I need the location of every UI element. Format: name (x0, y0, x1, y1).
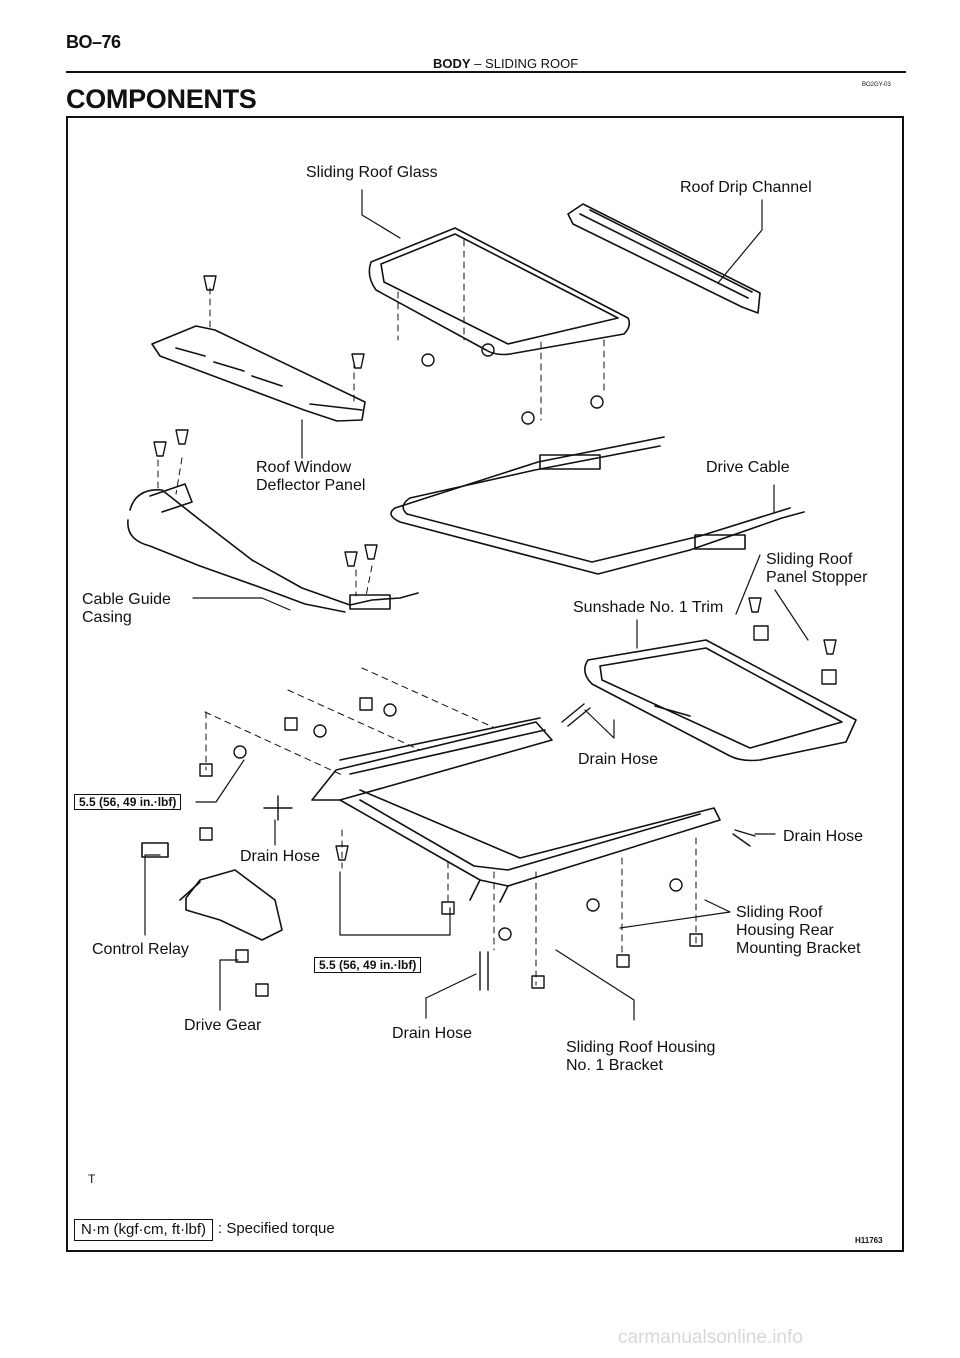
roof-window-deflector (151, 325, 366, 422)
label-rear-bracket-line2: Housing Rear (736, 922, 834, 939)
label-rear-bracket-line3: Mounting Bracket (736, 940, 861, 957)
section-heading: BODY – SLIDING ROOF (433, 56, 578, 71)
label-cable-guide-line1: Cable Guide (82, 591, 171, 608)
label-panel-stopper-line1: Sliding Roof (766, 551, 853, 568)
legend-description: : Specified torque (218, 1220, 335, 1237)
legend-unit-box: N·m (kgf·cm, ft·lbf) (74, 1219, 213, 1241)
label-sliding-roof-glass: Sliding Roof Glass (306, 164, 438, 181)
label-drive-gear: Drive Gear (184, 1017, 262, 1034)
section-prefix: BODY (433, 56, 471, 71)
roof-drip-channel (567, 203, 761, 314)
sliding-roof-housing (311, 717, 721, 903)
label-housing-bracket-line1: Sliding Roof Housing (566, 1039, 716, 1056)
header-rule (66, 71, 906, 73)
label-cable-guide-line2: Casing (82, 609, 132, 626)
drive-gear (179, 869, 283, 941)
doc-code: BO2GY-03 (862, 82, 891, 88)
label-drive-cable: Drive Cable (706, 459, 790, 476)
dashed-lines (157, 239, 697, 986)
t-mark: T (88, 1172, 96, 1186)
label-roof-drip-channel: Roof Drip Channel (680, 179, 812, 196)
label-roof-window-deflector-line2: Deflector Panel (256, 477, 366, 494)
label-drain-hose-left: Drain Hose (240, 848, 321, 865)
page-title: COMPONENTS (66, 84, 257, 114)
fasteners (153, 275, 837, 997)
cable-guide-casing (127, 483, 419, 613)
sliding-roof-glass (368, 227, 631, 356)
section-separator: – (474, 56, 482, 71)
figure-code: H11763 (855, 1236, 883, 1245)
leader-lines (144, 189, 809, 1021)
control-relay (141, 842, 169, 858)
label-housing-bracket-line2: No. 1 Bracket (566, 1057, 663, 1074)
watermark: carmanualsonline.info (618, 1327, 803, 1348)
label-drain-hose-right: Drain Hose (783, 828, 864, 845)
label-drain-hose-center: Drain Hose (578, 751, 659, 768)
page-number: BO–76 (66, 32, 121, 52)
label-sunshade-trim: Sunshade No. 1 Trim (573, 599, 724, 616)
label-roof-window-deflector-line1: Roof Window (256, 459, 352, 476)
sunshade-trim (584, 639, 857, 762)
torque-spec-left: 5.5 (56, 49 in.·lbf) (74, 794, 182, 810)
label-drain-hose-bottom: Drain Hose (392, 1025, 473, 1042)
diagram-frame (66, 116, 904, 1252)
torque-spec-center: 5.5 (56, 49 in.·lbf) (314, 957, 422, 973)
label-panel-stopper-line2: Panel Stopper (766, 569, 868, 586)
drain-hose-fittings (263, 703, 756, 991)
section-name: SLIDING ROOF (485, 56, 579, 71)
drive-cable (390, 436, 805, 575)
label-control-relay: Control Relay (92, 941, 189, 958)
label-rear-bracket-line1: Sliding Roof (736, 904, 823, 921)
